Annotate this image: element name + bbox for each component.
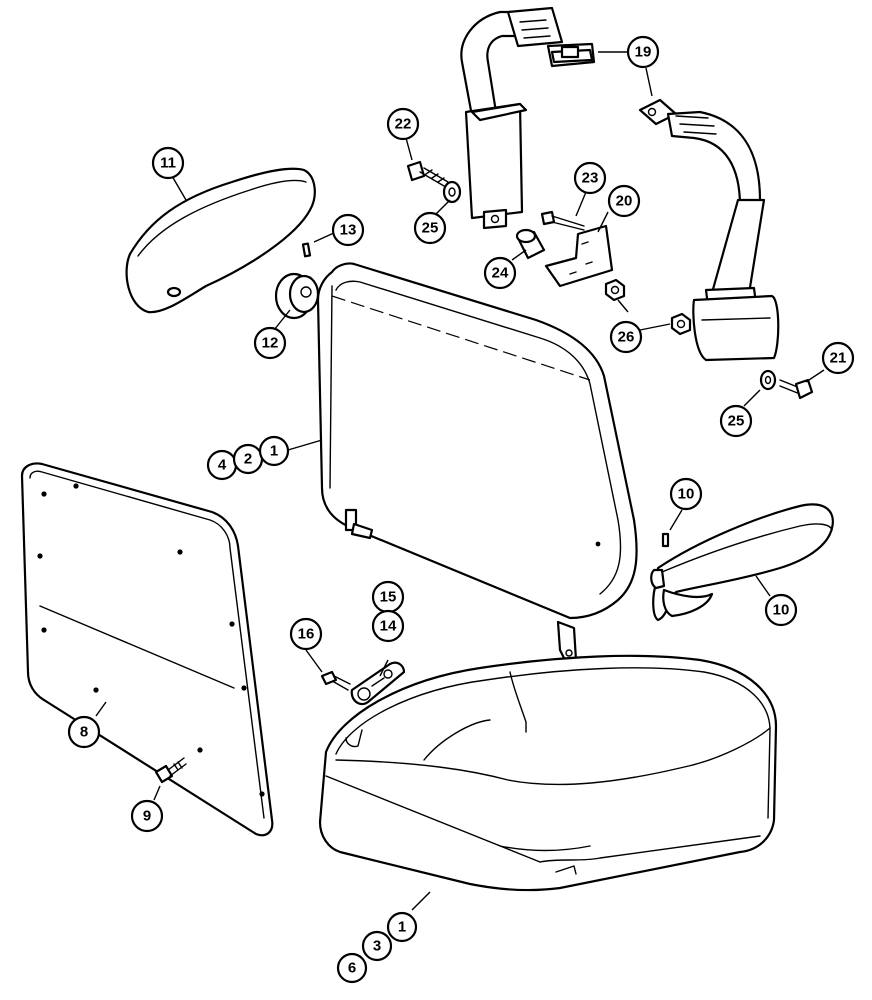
callout-16: 16 xyxy=(289,617,323,651)
svg-text:21: 21 xyxy=(830,350,847,367)
svg-text:12: 12 xyxy=(262,335,279,352)
callout-10-armrest: 10 xyxy=(764,593,798,627)
side-panel-8 xyxy=(20,462,274,837)
svg-text:6: 6 xyxy=(348,960,356,977)
callout-26: 26 xyxy=(609,320,643,354)
bolt-23 xyxy=(540,210,585,231)
svg-text:16: 16 xyxy=(298,626,315,643)
callout-22: 22 xyxy=(386,107,420,141)
svg-text:1: 1 xyxy=(398,919,406,936)
nut-26-lower xyxy=(670,312,692,336)
armrest-right-10 xyxy=(650,503,834,622)
svg-text:10: 10 xyxy=(773,602,790,619)
screw-16 xyxy=(320,670,351,691)
callout-1-seat: 1 xyxy=(386,911,418,943)
backrest-cushion xyxy=(316,262,638,664)
nut-26-upper xyxy=(604,278,626,302)
svg-text:1: 1 xyxy=(270,443,278,460)
pivot-hub-12 xyxy=(274,272,320,320)
callout-3: 3 xyxy=(361,930,393,962)
svg-text:14: 14 xyxy=(380,618,397,635)
washer-25-left xyxy=(442,180,462,204)
svg-text:2: 2 xyxy=(244,451,252,468)
callout-21: 21 xyxy=(821,341,855,375)
callout-23: 23 xyxy=(573,161,607,195)
callout-6: 6 xyxy=(336,952,368,984)
bracket-20 xyxy=(544,224,614,288)
callout-14: 14 xyxy=(371,609,405,643)
callout-25-right: 25 xyxy=(719,404,753,438)
svg-text:26: 26 xyxy=(618,329,635,346)
pin-10 xyxy=(661,532,670,548)
callout-4: 4 xyxy=(206,449,238,481)
armrest-left-11 xyxy=(125,167,316,314)
svg-text:25: 25 xyxy=(728,413,745,430)
latch-14-15 xyxy=(350,661,406,706)
pin-13 xyxy=(301,242,312,258)
callout-20: 20 xyxy=(607,184,641,218)
svg-text:24: 24 xyxy=(492,265,509,282)
bolt-22 xyxy=(406,160,449,187)
seat-cushion xyxy=(318,654,778,892)
callout-8: 8 xyxy=(67,715,101,749)
callout-19: 19 xyxy=(626,35,660,69)
callout-15: 15 xyxy=(371,580,405,614)
callout-12: 12 xyxy=(253,326,287,360)
svg-text:19: 19 xyxy=(635,44,652,61)
seat-belt-buckle-strap xyxy=(460,6,596,230)
callout-2: 2 xyxy=(232,443,264,475)
callout-10-pin: 10 xyxy=(669,477,703,511)
svg-text:13: 13 xyxy=(340,222,357,239)
callout-25-left: 25 xyxy=(413,211,447,245)
callout-1-backrest: 1 xyxy=(258,435,290,467)
svg-text:20: 20 xyxy=(616,193,633,210)
svg-text:15: 15 xyxy=(380,589,397,606)
svg-text:10: 10 xyxy=(678,486,695,503)
svg-text:22: 22 xyxy=(395,116,412,133)
seat-belt-tongue-strap xyxy=(638,98,780,362)
callout-24: 24 xyxy=(483,256,517,290)
bolt-21 xyxy=(779,378,814,400)
svg-text:25: 25 xyxy=(422,220,439,237)
svg-text:23: 23 xyxy=(582,170,599,187)
svg-text:4: 4 xyxy=(218,457,227,474)
washer-25-right xyxy=(759,369,777,391)
svg-text:11: 11 xyxy=(160,155,176,172)
callout-11: 11 xyxy=(151,146,185,180)
leader-lines xyxy=(95,51,825,911)
svg-text:3: 3 xyxy=(373,938,381,955)
svg-text:9: 9 xyxy=(143,808,151,825)
svg-text:8: 8 xyxy=(80,724,88,741)
screw-9 xyxy=(154,757,187,784)
callout-9: 9 xyxy=(130,799,164,833)
callout-13: 13 xyxy=(331,213,365,247)
